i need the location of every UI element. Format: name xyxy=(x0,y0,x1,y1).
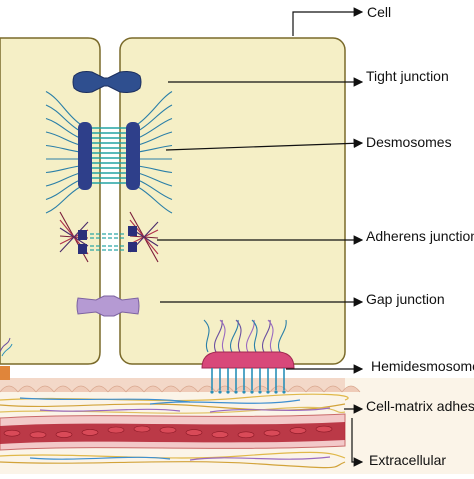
label-extracellular: Extracellular xyxy=(369,452,447,468)
pointer-arrows xyxy=(157,7,364,467)
adherens-junction xyxy=(59,211,159,263)
label-gap-junction: Gap junction xyxy=(366,291,445,307)
partial-hemidesmosome-left xyxy=(0,337,13,380)
label-cell-matrix-adhesion: Cell-matrix adhesion xyxy=(366,398,474,414)
label-desmosomes: Desmosomes xyxy=(366,134,452,150)
right-cell xyxy=(119,37,346,365)
blood-vessel xyxy=(0,413,346,451)
basal-cell-row xyxy=(0,378,361,393)
label-cell: Cell xyxy=(367,4,392,20)
extracellular-matrix xyxy=(0,378,474,474)
tight-junction xyxy=(72,71,142,93)
label-tight-junction: Tight junction xyxy=(366,68,449,84)
lower-fibers xyxy=(0,451,346,469)
label-hemidesmosome: Hemidesmosome xyxy=(371,358,474,374)
collagen-fibers xyxy=(0,393,349,414)
arrow-desmosomes xyxy=(165,138,364,151)
arrow-extracellular xyxy=(351,418,364,467)
desmosome xyxy=(45,91,173,214)
label-adherens-junction: Adherens junction xyxy=(366,228,474,244)
arrow-cell xyxy=(292,7,364,36)
hemidesmosome xyxy=(201,319,295,394)
gap-junction xyxy=(76,295,140,317)
